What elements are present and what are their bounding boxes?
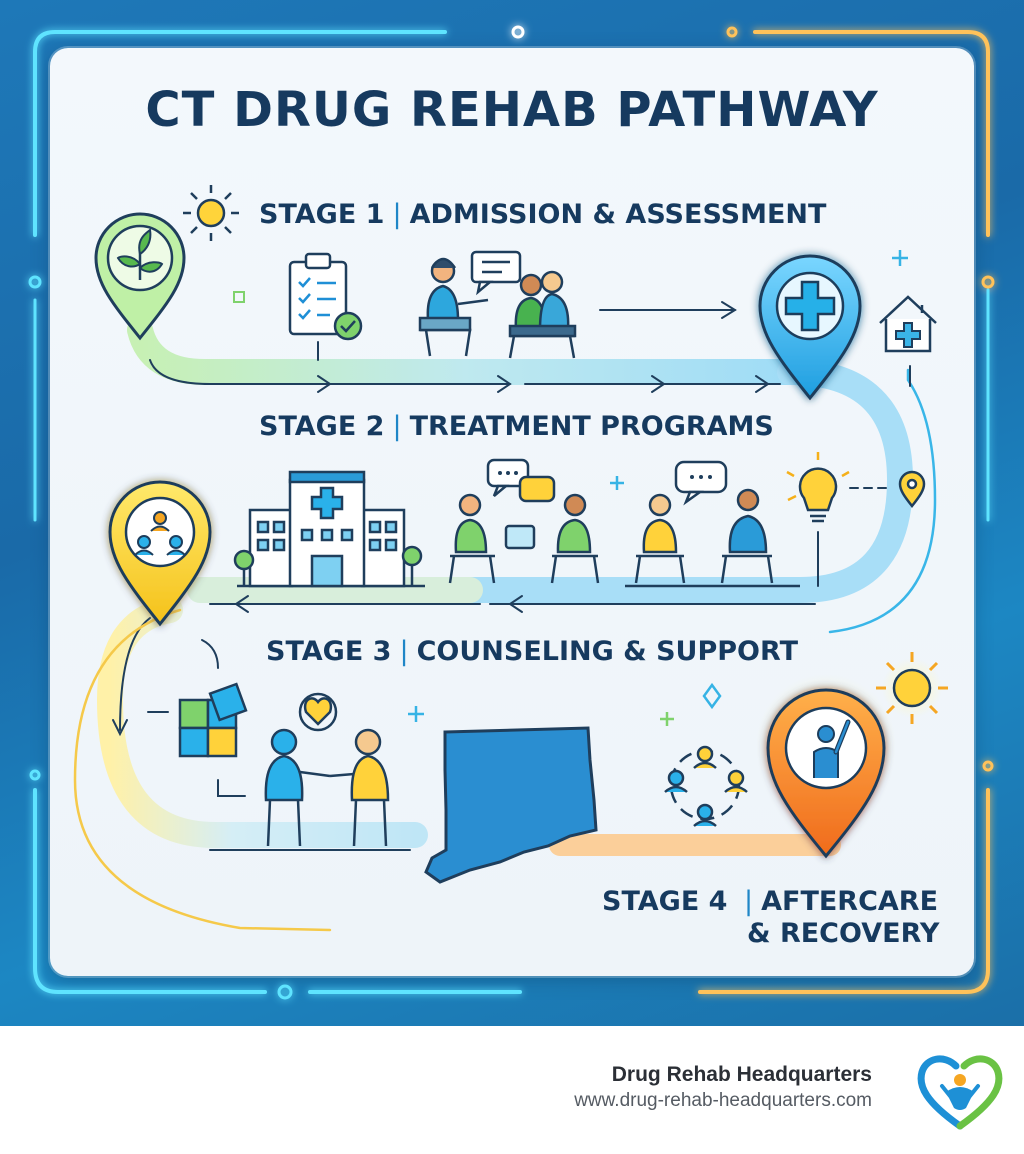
sprout-icon	[94, 212, 186, 341]
stage-2-name: TREATMENT PROGRAMS	[409, 411, 774, 442]
clipboard-icon	[288, 252, 363, 341]
puzzle-icon	[178, 682, 248, 758]
location-pin-small-icon	[898, 470, 926, 509]
group-therapy-icon	[448, 458, 800, 588]
brand-url: www.drug-rehab-headquarters.com	[574, 1090, 872, 1111]
stage-4-number: STAGE 4	[602, 886, 728, 917]
handshake-figures-icon	[264, 692, 390, 847]
stage-1-number: STAGE 1	[259, 199, 385, 230]
stage-4-name-line2: & RECOVERY	[747, 918, 940, 949]
stage-2-number: STAGE 2	[259, 411, 385, 442]
big-sun-icon	[876, 652, 948, 724]
brand-name: Drug Rehab Headquarters	[611, 1063, 872, 1086]
connecticut-map-icon	[424, 726, 598, 884]
support-circle-icon	[664, 745, 748, 827]
clinic-house-icon	[879, 295, 937, 353]
diamond-sparkle-icon	[702, 682, 722, 710]
divider-bar: |	[744, 886, 754, 917]
heart-people-logo	[917, 1055, 1003, 1130]
divider-bar: |	[392, 411, 402, 442]
stage-1-label: STAGE 1|ADMISSION & ASSESSMENT	[259, 199, 826, 230]
footer	[0, 1026, 1024, 1154]
stage-4-name-line1: AFTERCARE	[761, 886, 939, 917]
sun-icon	[183, 185, 239, 241]
neon-frame	[28, 25, 995, 1000]
page-title: CT DRUG REHAB PATHWAY	[145, 82, 879, 138]
plus-sparkle-icon	[408, 250, 908, 726]
consultation-scene-icon	[418, 250, 577, 359]
stage-4-label: |AFTERCARE	[744, 886, 938, 917]
group-icon	[108, 480, 212, 627]
hospital-icon	[233, 470, 425, 588]
lightbulb-icon	[786, 452, 850, 523]
stage-3-number: STAGE 3	[266, 636, 392, 667]
stage-3-label: STAGE 3|COUNSELING & SUPPORT	[266, 636, 798, 667]
medical-cross-icon	[758, 254, 862, 401]
sparkle-square	[233, 291, 245, 303]
stage-1-name: ADMISSION & ASSESSMENT	[409, 199, 827, 230]
divider-bar: |	[399, 636, 409, 667]
stage-2-label: STAGE 2|TREATMENT PROGRAMS	[259, 411, 774, 442]
pathway-artwork	[28, 25, 995, 1000]
stage-3-name: COUNSELING & SUPPORT	[416, 636, 799, 667]
raised-hand-person-icon	[766, 688, 886, 859]
divider-bar: |	[392, 199, 402, 230]
